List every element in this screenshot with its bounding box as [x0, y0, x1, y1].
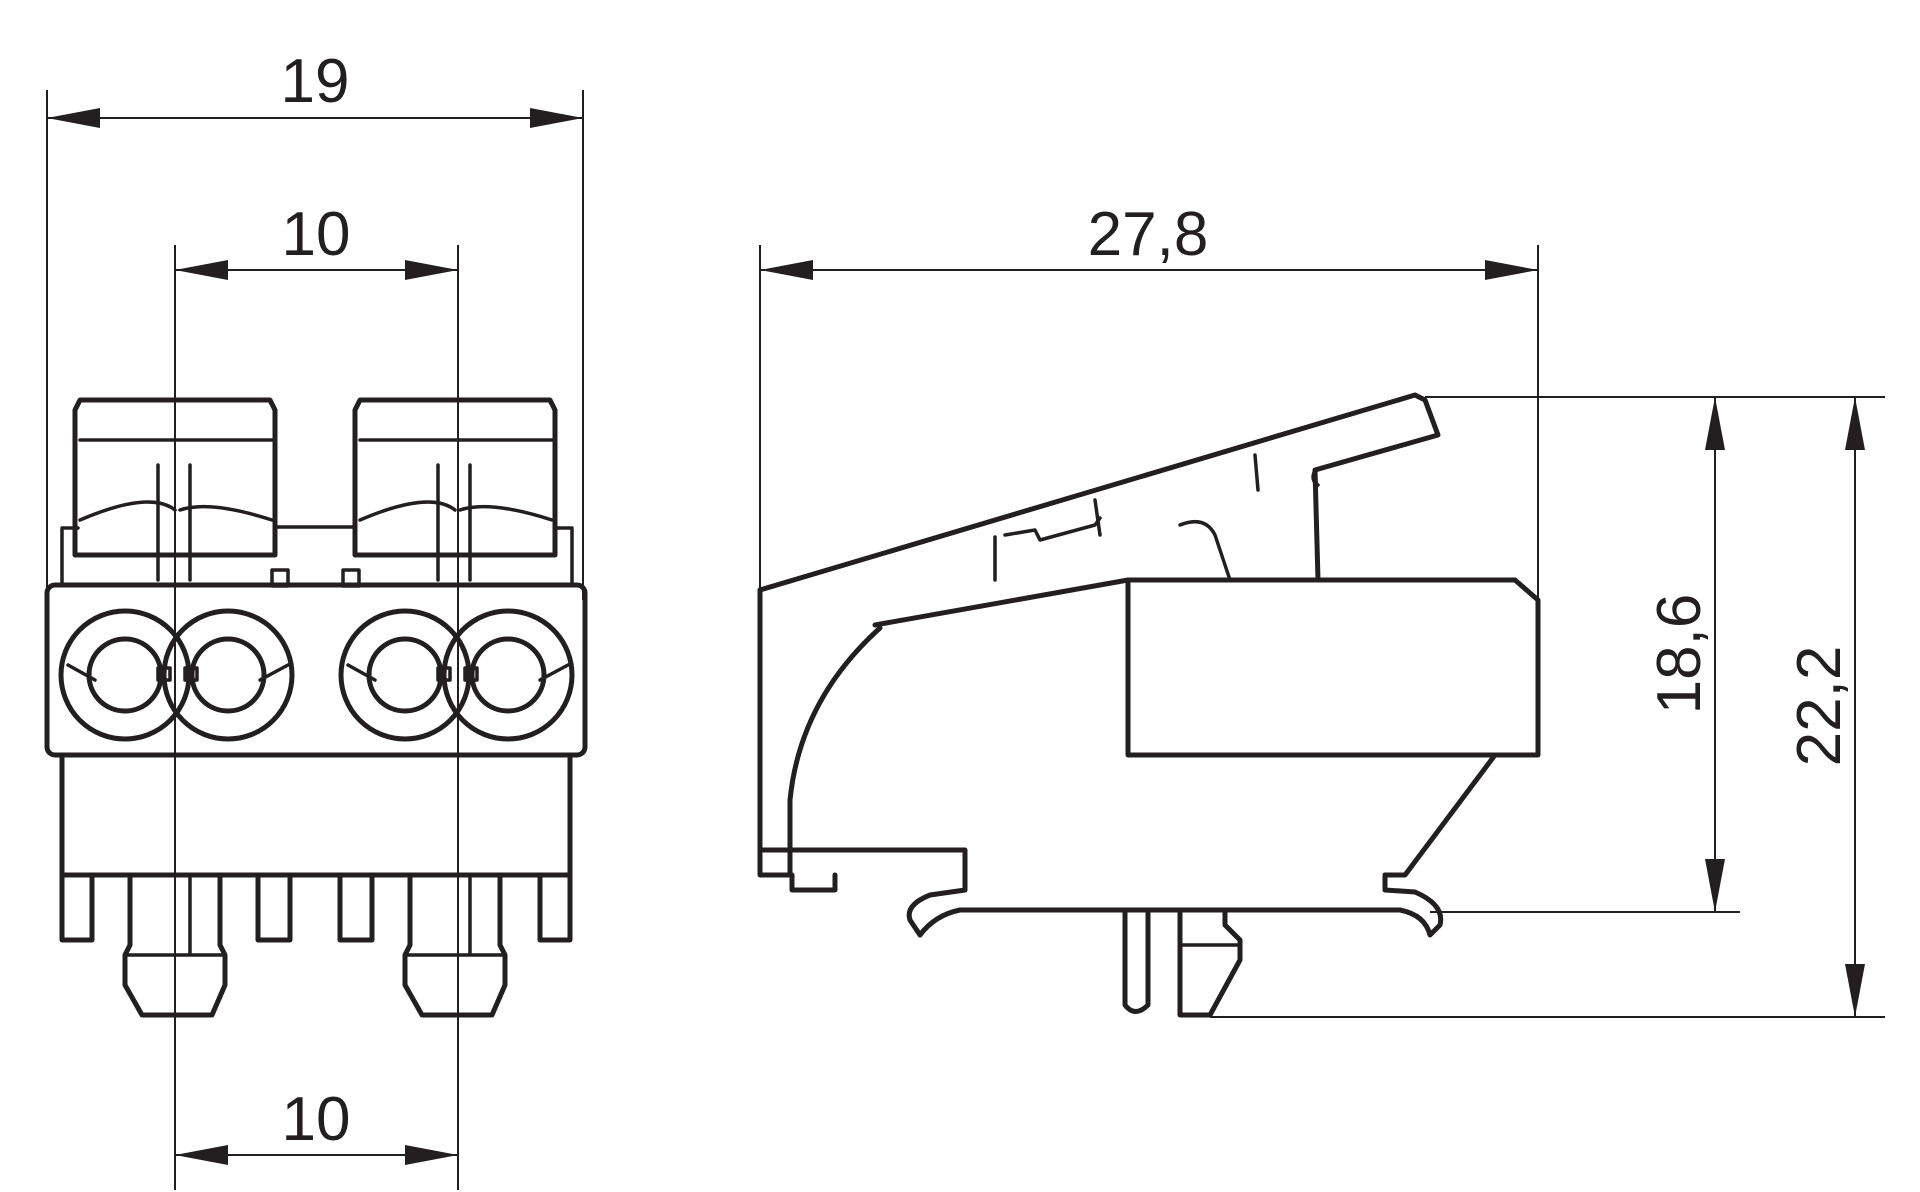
- front-body: [44, 582, 588, 758]
- front-pin-right: [402, 872, 508, 1018]
- front-lower-housing: [59, 752, 573, 878]
- dimension-overall-height: 22,2: [1210, 397, 1885, 1018]
- dimension-overall-length: 27,8: [759, 200, 1539, 740]
- front-side-tab-right: [553, 526, 574, 587]
- side-pins: [1122, 907, 1243, 1018]
- dim-label-overall-length: 27,8: [1088, 200, 1209, 269]
- dimension-pin-pitch: 10: [175, 1085, 458, 1165]
- side-view: 27,8 18,6 22,2: [757, 200, 1885, 1018]
- front-side-tab-left: [60, 526, 80, 587]
- side-body: [757, 577, 1541, 878]
- side-lever: [757, 392, 1441, 593]
- front-lever-right: [352, 397, 558, 582]
- dimension-body-height: 18,6: [1425, 396, 1885, 913]
- dim-label-pin-pitch: 10: [282, 1085, 351, 1154]
- dimension-overall-width: 19: [46, 47, 584, 600]
- side-base: [789, 872, 1444, 938]
- front-feet: [59, 872, 573, 943]
- dimension-top-pitch: 10: [174, 200, 459, 1190]
- front-view: 19 10 10: [44, 47, 588, 1190]
- dim-label-overall-width: 19: [281, 47, 350, 116]
- dim-label-overall-height: 22,2: [1785, 646, 1854, 767]
- dim-label-top-pitch: 10: [282, 200, 351, 269]
- front-lever-left: [72, 397, 278, 582]
- dim-label-body-height: 18,6: [1645, 594, 1714, 715]
